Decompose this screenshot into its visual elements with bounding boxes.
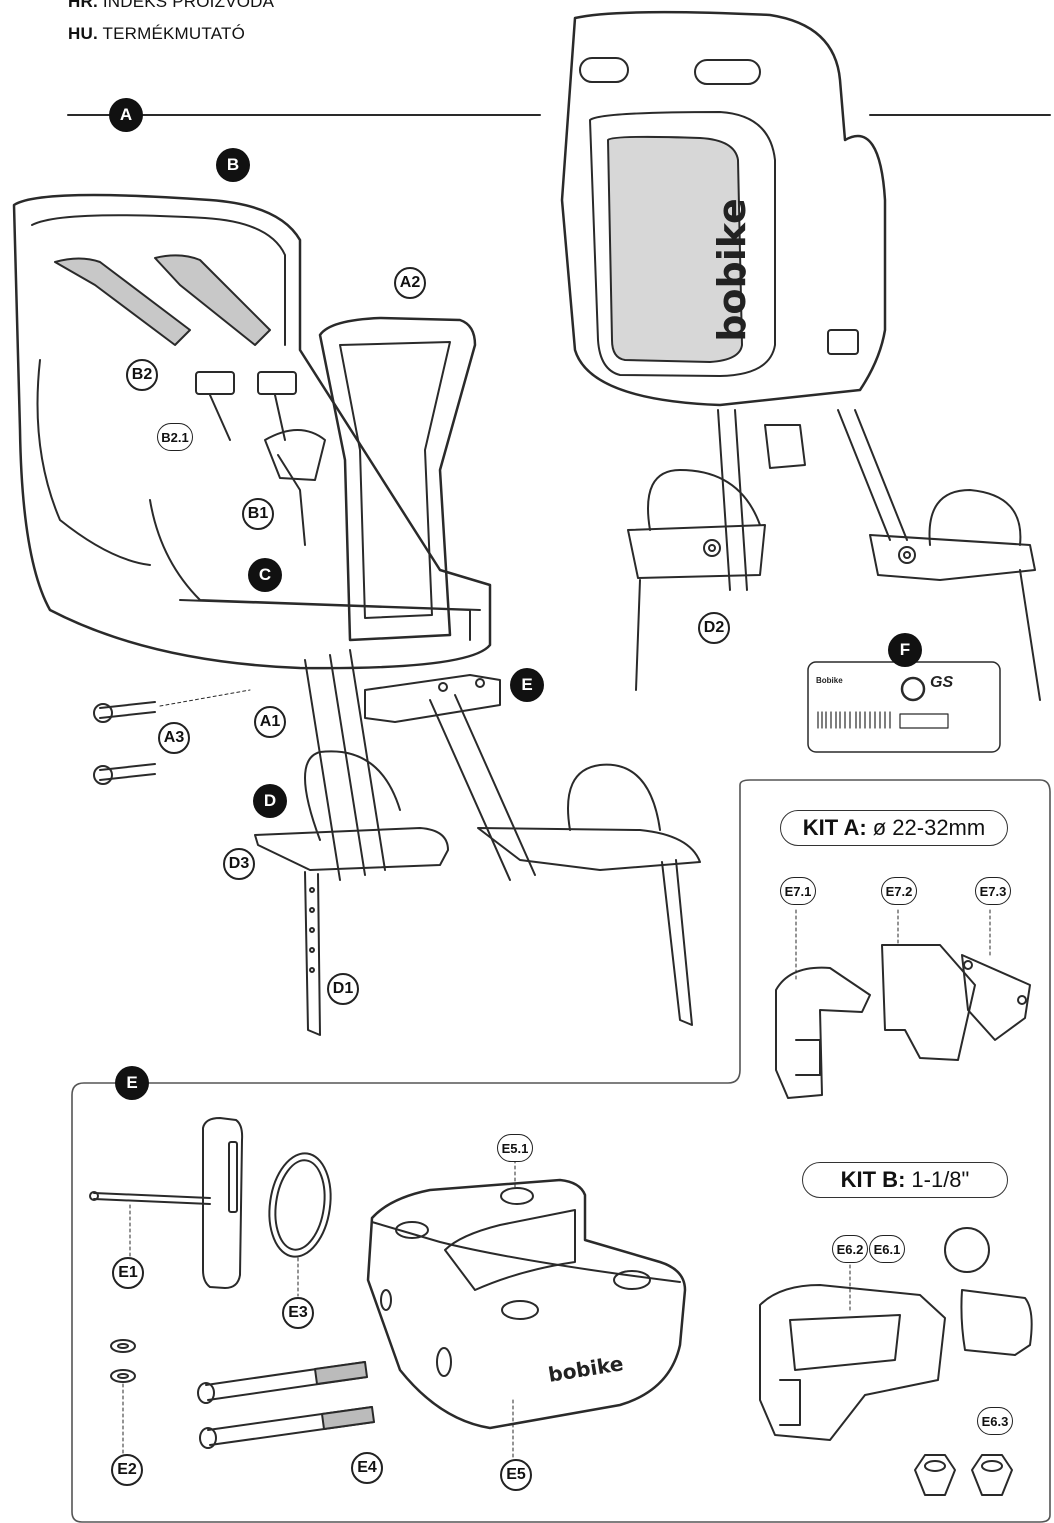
label-e6-2: E6.2	[832, 1235, 868, 1263]
label-b2-1: B2.1	[157, 423, 193, 451]
label-d1: D1	[327, 973, 359, 1005]
kit-b-label: KIT B: 1-1/8"	[802, 1162, 1008, 1198]
label-a2: A2	[394, 267, 426, 299]
label-e5: E5	[500, 1459, 532, 1491]
label-b2: B2	[126, 359, 158, 391]
seat-brand-logo: bobike	[709, 198, 754, 342]
header-code-hr: HR.	[68, 0, 98, 11]
label-e2: E2	[111, 1454, 143, 1486]
kit-a-label: KIT A: ø 22-32mm	[780, 810, 1008, 846]
badge-c: C	[248, 558, 282, 592]
badge-b: B	[216, 148, 250, 182]
badge-e-panel: E	[115, 1066, 149, 1100]
header-text-hr: INDEKS PROIZVODA	[102, 0, 275, 11]
label-e1: E1	[112, 1257, 144, 1289]
label-e5-1: E5.1	[497, 1134, 533, 1162]
label-a3: A3	[158, 722, 190, 754]
header-line-hu: HU. TERMÉKMUTATÓ	[68, 24, 245, 44]
label-e4: E4	[351, 1452, 383, 1484]
sticker-gs-mark: GS	[930, 674, 954, 691]
label-e7-2: E7.2	[881, 877, 917, 905]
label-e6-1: E6.1	[869, 1235, 905, 1263]
label-e7-3: E7.3	[975, 877, 1011, 905]
badge-d: D	[253, 784, 287, 818]
kit-a-name: KIT A:	[802, 815, 867, 840]
header-code-hu: HU.	[68, 24, 98, 43]
label-d2: D2	[698, 612, 730, 644]
header-line-hr: HR. INDEKS PROIZVODA	[68, 0, 274, 12]
label-e7-1: E7.1	[780, 877, 816, 905]
sticker-brand: Bobike	[816, 676, 843, 685]
kit-panel-frame	[71, 779, 1051, 1523]
kit-a-size: ø 22-32mm	[872, 815, 986, 840]
seat-rear-view	[560, 10, 1041, 753]
seat-front-view	[12, 193, 701, 1036]
label-e6-3: E6.3	[977, 1407, 1013, 1435]
badge-a: A	[109, 98, 143, 132]
badge-e: E	[510, 668, 544, 702]
label-a1: A1	[254, 706, 286, 738]
badge-f: F	[888, 633, 922, 667]
kit-a-parts	[775, 909, 1031, 1099]
label-d3: D3	[223, 848, 255, 880]
e-parts	[89, 1117, 1033, 1496]
kit-b-name: KIT B:	[840, 1167, 906, 1192]
kit-b-size: 1-1/8"	[911, 1167, 970, 1192]
header-text-hu: TERMÉKMUTATÓ	[102, 24, 245, 43]
label-e3: E3	[282, 1297, 314, 1329]
label-b1: B1	[242, 498, 274, 530]
